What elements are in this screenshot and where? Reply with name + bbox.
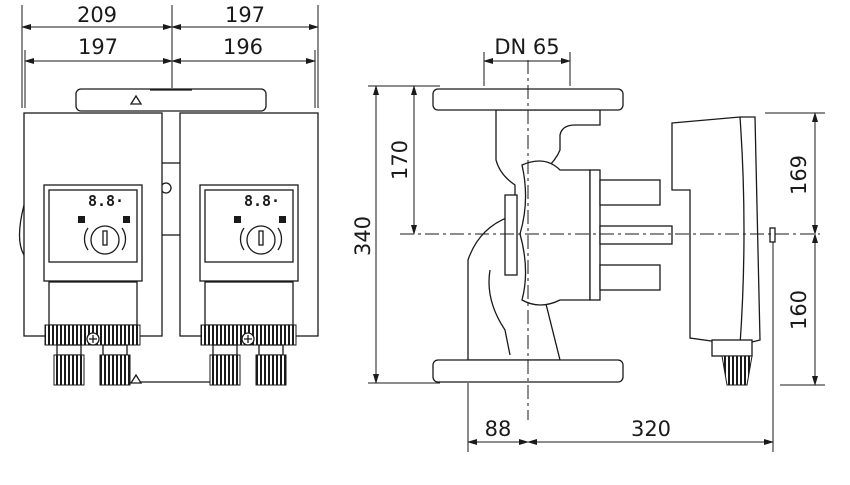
motor-housing — [671, 116, 761, 346]
led-display: 8.8· — [244, 192, 280, 210]
pump-head-right: 8.8· — [179, 112, 319, 386]
cable-gland — [99, 354, 131, 386]
front-view: 209 197 197 196 8.8· — [18, 3, 319, 386]
dim-160: 160 — [787, 290, 811, 330]
dim-209: 209 — [77, 3, 117, 27]
dim-340: 340 — [351, 216, 375, 256]
dim-197-inner: 197 — [78, 35, 118, 59]
side-view: DN 65 340 170 169 160 — [351, 35, 825, 452]
dim-197-top: 197 — [225, 3, 265, 27]
flow-triangle-bottom-icon — [129, 373, 143, 384]
flow-triangle-icon — [129, 94, 143, 105]
cable-gland — [209, 354, 241, 386]
top-flange — [75, 88, 267, 112]
cable-gland — [255, 354, 287, 386]
dim-dn65: DN 65 — [494, 35, 559, 59]
dim-196: 196 — [223, 35, 263, 59]
cable-gland — [721, 355, 753, 386]
dim-170: 170 — [388, 140, 412, 180]
dim-88: 88 — [485, 417, 512, 441]
dim-320: 320 — [631, 417, 671, 441]
connector — [159, 162, 183, 236]
dim-169: 169 — [787, 155, 811, 195]
led-display: 8.8· — [88, 192, 124, 210]
pump-head-left: 8.8· — [23, 112, 163, 386]
motor-flange — [589, 169, 601, 301]
cable-gland — [53, 354, 85, 386]
